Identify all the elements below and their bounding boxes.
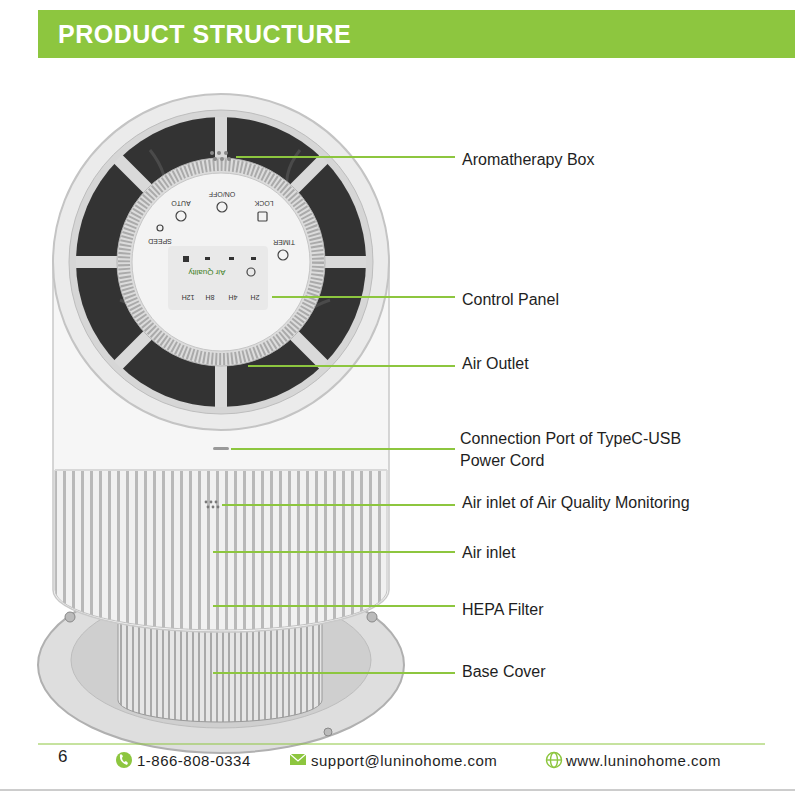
page-title: PRODUCT STRUCTURE [58,19,351,49]
panel-text: Air Quality [189,267,226,277]
part-label: Control Panel [462,290,559,309]
panel-text: SPEED [148,237,172,245]
footer-rule [38,744,765,745]
panel-text: TIMER [273,238,295,246]
panel-leds [183,256,256,262]
part-label: Air inlet [462,543,515,562]
part-label: Air Outlet [462,354,529,373]
part-label: Air inlet of Air Quality Monitoring [462,493,690,512]
sensor-holes [205,501,220,509]
panel-text: AUTO [171,199,190,207]
contact-email: support@luninohome.com [311,752,497,770]
phone-icon [116,752,132,768]
web-icon [547,753,562,768]
panel-icons [157,202,288,276]
panel-text: 12H [182,293,195,301]
leader-lines [213,157,455,673]
aroma-holes [210,151,231,161]
page-number: 6 [58,747,67,767]
page-edge [0,790,795,791]
email-icon [290,754,306,765]
panel-text: 2H [251,293,260,301]
contact-phone: 1-866-808-0334 [137,752,251,770]
part-label: Base Cover [462,662,546,681]
purifier-top [53,94,389,430]
panel-text: LOCK [254,199,273,207]
part-label: HEPA Filter [462,600,544,619]
header-bar [38,10,795,58]
part-label: Aromatherapy Box [462,150,595,169]
usb-port [213,447,229,450]
panel-text: 8H [206,293,215,301]
contact-web: www.luninohome.com [566,752,721,770]
part-label: Connection Port of TypeC-USB Power Cord [460,428,728,472]
panel-text: ON/OFF [209,190,235,198]
panel-text: 4H [229,293,238,301]
